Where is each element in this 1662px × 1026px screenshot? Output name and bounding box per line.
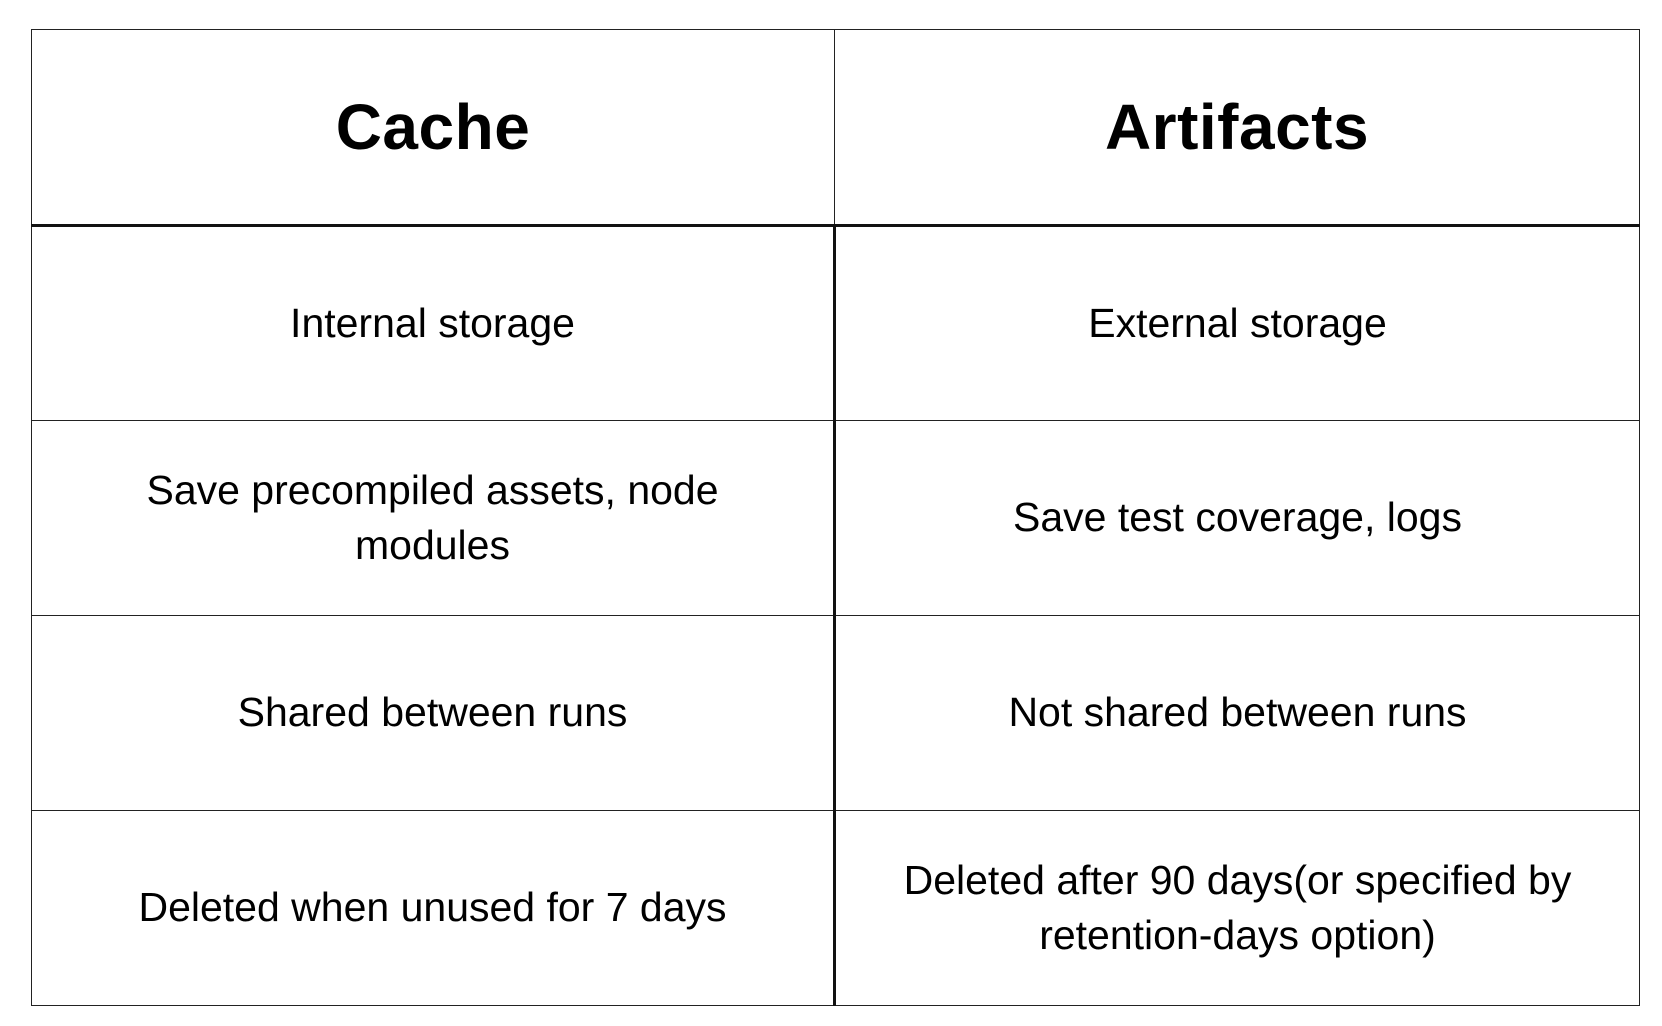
table-row: Internal storage External storage [31, 225, 1640, 421]
cell-cache-sharing: Shared between runs [31, 615, 836, 811]
cell-cache-storage: Internal storage [31, 225, 836, 421]
header-cache: Cache [31, 29, 835, 227]
cell-cache-retention: Deleted when unused for 7 days [31, 810, 836, 1006]
header-artifacts: Artifacts [834, 29, 1640, 227]
table-header-row: Cache Artifacts [31, 29, 1640, 227]
table-row: Deleted when unused for 7 days Deleted a… [31, 810, 1640, 1006]
table-row: Shared between runs Not shared between r… [31, 615, 1640, 811]
cell-artifacts-storage: External storage [834, 225, 1640, 421]
cell-artifacts-retention: Deleted after 90 days(or specified by re… [834, 810, 1640, 1006]
cell-artifacts-usage: Save test coverage, logs [834, 420, 1640, 616]
cache-vs-artifacts-table: Cache Artifacts Internal storage Externa… [31, 29, 1640, 1006]
comparison-table-container: Cache Artifacts Internal storage Externa… [31, 29, 1640, 1006]
cell-cache-usage: Save precompiled assets, node modules [31, 420, 836, 616]
cell-artifacts-sharing: Not shared between runs [834, 615, 1640, 811]
table-row: Save precompiled assets, node modules Sa… [31, 420, 1640, 616]
